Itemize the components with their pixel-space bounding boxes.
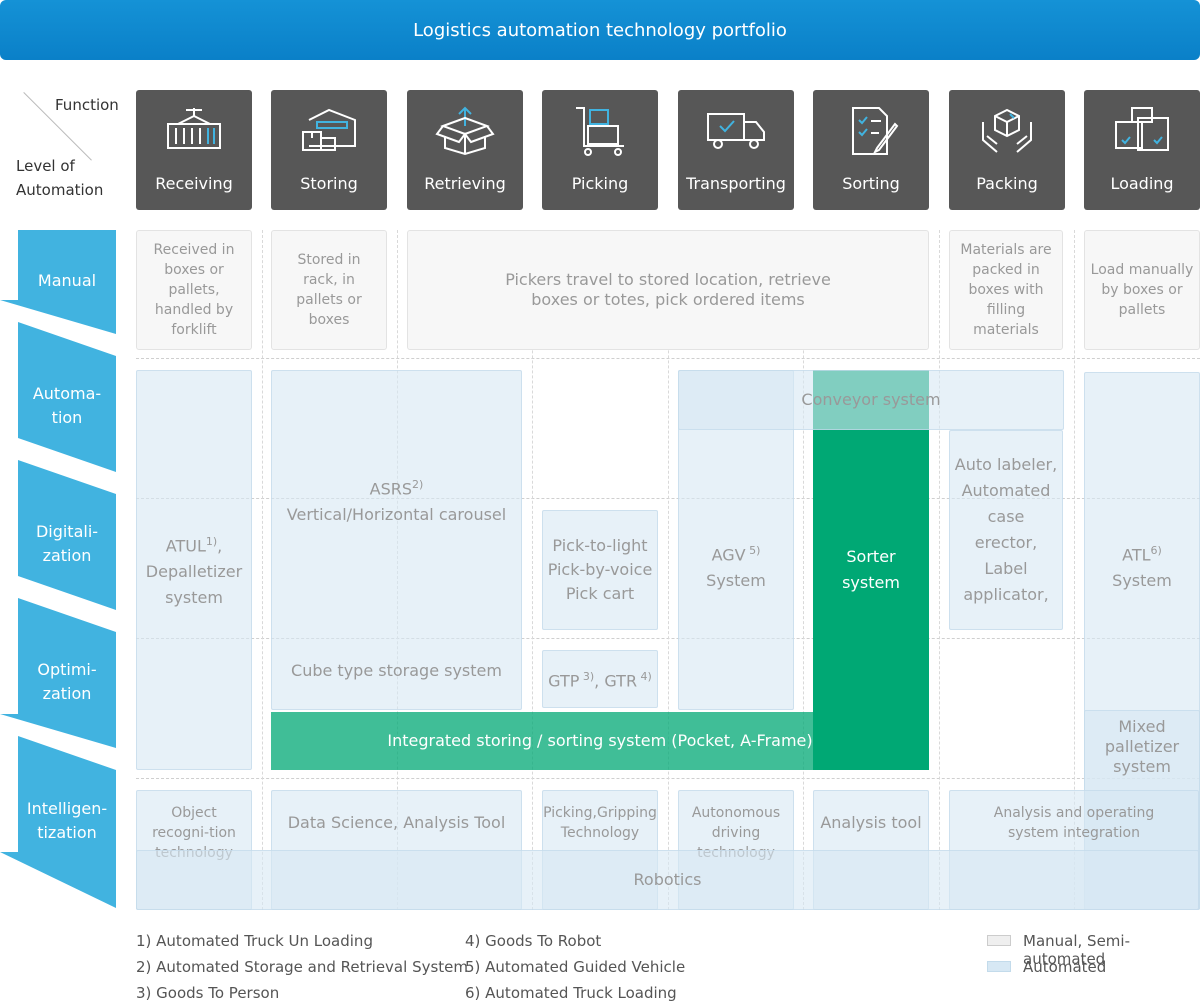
column-divider [1074, 230, 1075, 910]
footnote: 4) Goods To Robot [465, 932, 602, 950]
stacked-boxes-icon [1115, 107, 1169, 151]
legend-label-automated: Automated [1023, 958, 1107, 976]
chevron-optimization [0, 598, 116, 748]
column-header-retrieving: Retrieving [407, 90, 523, 210]
column-header-loading: Loading [1084, 90, 1200, 210]
column-divider [262, 230, 263, 910]
asrs-block [271, 370, 522, 710]
checklist-icon [852, 107, 899, 155]
level-manual: Manual [37, 271, 97, 290]
level-axis-label: Level of Automation [16, 157, 104, 199]
footnote: 3) Goods To Person [136, 984, 280, 1002]
column-header-receiving: Receiving [136, 90, 252, 210]
atl-label: ATL6)System [1112, 543, 1172, 591]
footnote: 5) Automated Guided Vehicle [465, 958, 686, 976]
column-header-transporting: Transporting [678, 90, 794, 210]
level-digitalization: Digitali-zation [35, 522, 99, 565]
legend-swatch-automated [987, 961, 1011, 972]
column-divider [939, 230, 940, 910]
manual-storing: Stored in rack, in pallets or boxes [271, 230, 387, 350]
legend-swatch-manual [987, 935, 1011, 946]
asrs-label: ASRS2)Vertical/Horizontal carousel [286, 477, 507, 525]
chevron-intelligentization [0, 736, 116, 908]
container-crane-icon [167, 108, 221, 149]
warehouse-icon [302, 108, 356, 151]
column-divider [668, 230, 669, 910]
chevron-digitalization [18, 460, 116, 610]
atul-system: ATUL1),Depalletizer system [136, 370, 252, 770]
gtp-gtr: GTP 3), GTR 4) [542, 650, 658, 708]
manual-loading: Load manually by boxes or pallets [1084, 230, 1200, 350]
column-divider [532, 230, 533, 910]
cube-storage: Cube type storage system [291, 661, 502, 680]
manual-receiving: Received in boxes or pallets, handled by… [136, 230, 252, 350]
function-axis-label: Function [55, 96, 119, 114]
footnote: 1) Automated Truck Un Loading [136, 932, 373, 950]
column-label: Transporting [686, 174, 786, 193]
agv-label: AGV 5)System [706, 543, 766, 591]
conveyor-system: Conveyor system [678, 370, 1064, 430]
column-header-picking: Picking [542, 90, 658, 210]
hands-box-icon [982, 108, 1032, 153]
footnote: 2) Automated Storage and Retrieval Syste… [136, 958, 468, 976]
column-label: Storing [300, 174, 358, 193]
column-label: Packing [976, 174, 1038, 193]
level-optimization: Optimi-zation [37, 660, 97, 703]
level-automation: Automa-tion [32, 384, 102, 427]
column-header-packing: Packing [949, 90, 1065, 210]
column-label: Loading [1110, 174, 1174, 193]
hand-truck-icon [576, 107, 624, 156]
level-chevrons [0, 230, 116, 908]
delivery-truck-icon [707, 113, 765, 149]
chevron-manual [0, 230, 116, 334]
column-label: Sorting [842, 174, 900, 193]
column-divider [803, 230, 804, 910]
open-box-icon [435, 106, 495, 156]
column-header-sorting: Sorting [813, 90, 929, 210]
column-header-storing: Storing [271, 90, 387, 210]
footnote: 6) Automated Truck Loading [465, 984, 677, 1002]
robotics: Robotics [136, 850, 1199, 910]
chevron-automation [18, 322, 116, 472]
integrated-sorting-system: Integrated storing / sorting system (Poc… [271, 712, 929, 770]
packing-automation: Auto labeler, Automated case erector, La… [949, 430, 1063, 630]
manual-packing: Materials are packed in boxes with filli… [949, 230, 1063, 350]
level-intelligentization: Intelligen-tization [26, 799, 108, 842]
column-label: Picking [571, 174, 629, 193]
column-label: Retrieving [424, 174, 506, 193]
manual-picking: Pickers travel to stored location, retri… [407, 230, 929, 350]
column-label: Receiving [155, 174, 233, 193]
legend-label-manual: Manual, Semi-automated [1023, 932, 1130, 968]
page-title: Logistics automation technology portfoli… [0, 0, 1200, 60]
